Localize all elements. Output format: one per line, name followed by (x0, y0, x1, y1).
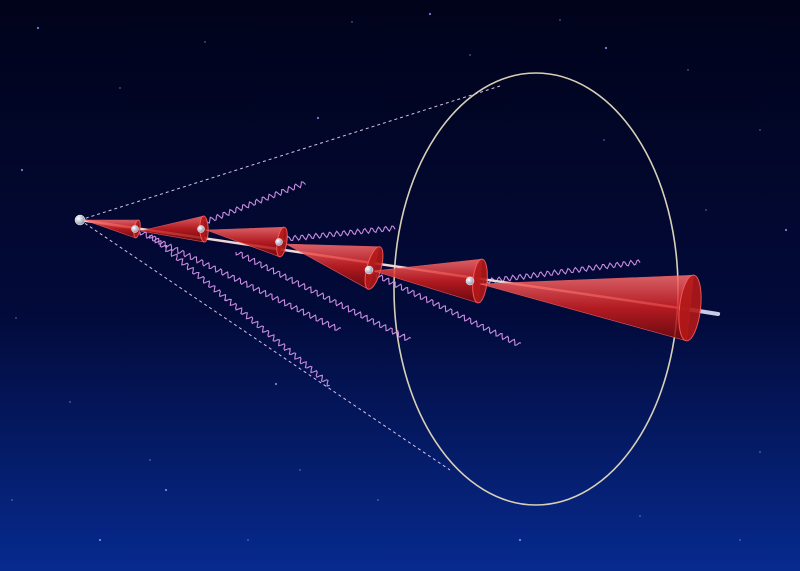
star (604, 46, 608, 50)
star (784, 228, 788, 232)
cone-rim (364, 246, 384, 290)
star (559, 19, 561, 21)
star (469, 54, 471, 56)
guide-line-bottom (79, 219, 451, 471)
star (204, 41, 206, 43)
beam-nodes (74, 214, 475, 286)
star (377, 499, 379, 501)
star (316, 116, 320, 120)
guide-line-top (79, 85, 501, 221)
star (739, 539, 741, 541)
cone-rim (678, 274, 702, 342)
star (299, 469, 301, 471)
beam-node (275, 238, 283, 246)
star (759, 451, 761, 453)
star (11, 499, 13, 501)
beam-node (465, 276, 475, 286)
star (274, 382, 278, 386)
star (351, 21, 353, 23)
star (149, 459, 151, 461)
beam-node (364, 265, 374, 275)
star (639, 515, 641, 517)
star (759, 129, 761, 131)
starfield (11, 12, 788, 542)
star (603, 139, 605, 141)
beam-node (197, 225, 205, 233)
wave (199, 181, 306, 227)
star (20, 168, 24, 172)
star (705, 209, 707, 211)
emitted-waves (139, 181, 641, 387)
wave (479, 259, 641, 286)
wave (275, 225, 396, 244)
star (98, 538, 102, 542)
wave (235, 251, 412, 341)
star (518, 538, 522, 542)
star (119, 87, 121, 89)
beam-node (74, 214, 86, 226)
beam-cones (83, 215, 702, 342)
star (428, 12, 432, 16)
wave (139, 231, 341, 331)
star (36, 26, 40, 30)
star (69, 401, 71, 403)
star (247, 539, 249, 541)
star (687, 69, 689, 71)
wave (148, 234, 330, 387)
wave (369, 271, 522, 346)
star (164, 488, 168, 492)
beam-node (131, 225, 139, 233)
star (15, 317, 17, 319)
